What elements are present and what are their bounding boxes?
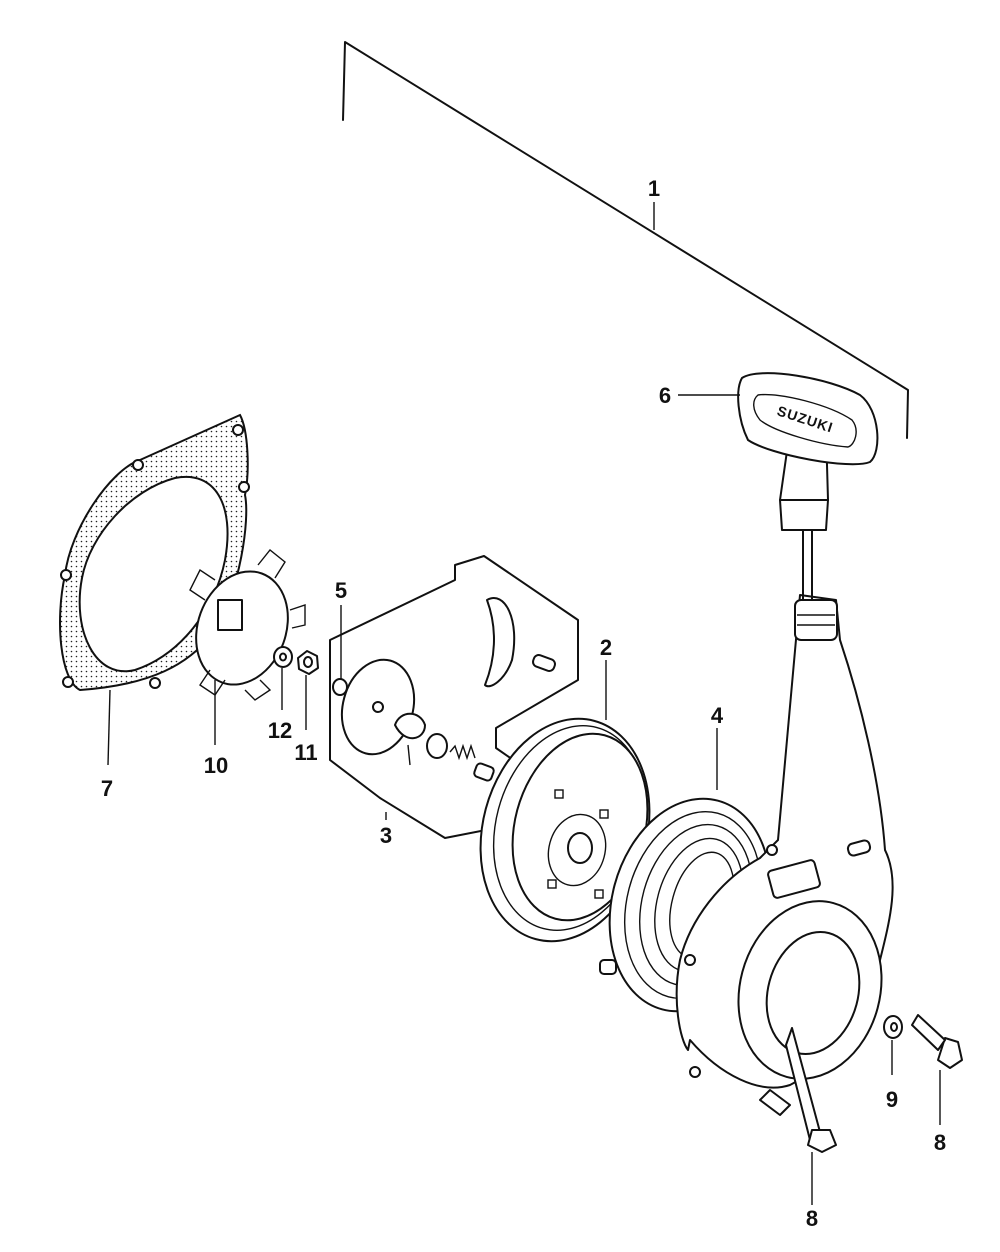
starter-handle: SUZUKI <box>678 372 879 601</box>
bolt <box>332 605 348 696</box>
bolt-8-right <box>911 1014 963 1125</box>
callout-3: 3 <box>380 823 392 848</box>
callout-2: 2 <box>600 635 612 660</box>
callout-5: 5 <box>335 578 347 603</box>
nut <box>297 650 319 730</box>
washer <box>273 646 293 710</box>
callout-1: 1 <box>648 176 660 201</box>
callout-8-right: 8 <box>934 1130 946 1155</box>
callout-7: 7 <box>101 776 113 801</box>
callout-labels: 1 2 3 4 5 6 7 8 8 9 10 11 12 <box>101 176 946 1231</box>
starter-pulley-drive <box>189 549 306 745</box>
callout-10: 10 <box>204 753 228 778</box>
callout-8-bottom: 8 <box>806 1206 818 1231</box>
callout-9: 9 <box>886 1087 898 1112</box>
callout-11: 11 <box>294 740 317 765</box>
assembly-bracket <box>342 41 909 439</box>
ratchet-group <box>329 555 579 839</box>
washer-9 <box>883 1015 903 1075</box>
starter-case <box>599 594 894 1089</box>
starter-pulley <box>479 660 651 943</box>
callout-6: 6 <box>659 383 671 408</box>
callout-12: 12 <box>268 718 292 743</box>
callout-4: 4 <box>711 703 724 728</box>
bolt-8-bottom <box>759 1027 837 1205</box>
